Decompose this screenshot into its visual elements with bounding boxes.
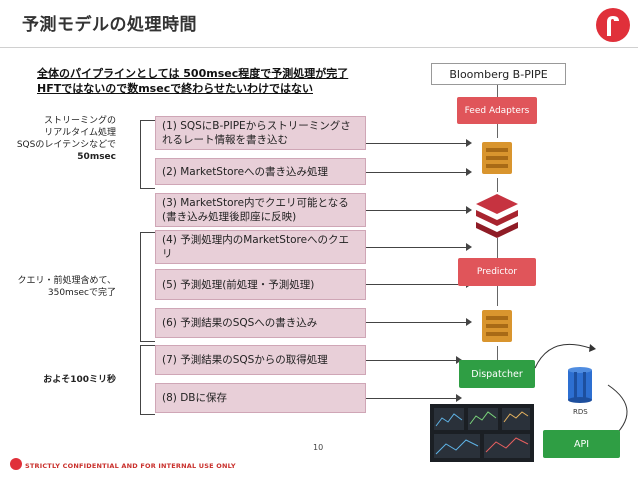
connector-line xyxy=(366,247,466,248)
streaming-note-line: ストリーミングの xyxy=(43,116,116,126)
sqs-queue-icon xyxy=(480,306,514,346)
query-bracket xyxy=(140,232,155,342)
connector-arrow xyxy=(466,168,472,176)
streaming-note-line: SQSのレイテンシなどで xyxy=(16,140,116,150)
marketstore-stack-icon xyxy=(474,192,520,238)
flow-line xyxy=(497,124,498,138)
step-1: (1) SQSにB-PIPEからストリーミングされるレート情報を書き込む xyxy=(155,116,366,150)
query-note: クエリ・前処理含めて、 350msecで完了 xyxy=(6,275,116,299)
dispatcher-box: Dispatcher xyxy=(459,360,535,388)
step-5: (5) 予測処理(前処理・予測処理) xyxy=(155,269,366,300)
summary-line-1: 全体のパイプラインとしては 500msec程度で予測処理が完了 xyxy=(37,67,349,80)
title-divider xyxy=(0,47,638,48)
query-note-value: 350msecで完了 xyxy=(47,288,116,298)
connector-arrow xyxy=(466,318,472,326)
connector-line xyxy=(366,360,456,361)
predictor-box: Predictor xyxy=(458,258,536,286)
connector-line xyxy=(366,143,466,144)
connector-arrow xyxy=(466,206,472,214)
summary-line-2: HFTではないので数msecで終わらせたいわけではない xyxy=(37,82,313,95)
flow-line xyxy=(497,346,498,360)
dashboard-thumbnail-icon xyxy=(430,404,534,462)
flow-line xyxy=(497,178,498,192)
api-box: API xyxy=(543,430,620,458)
connector-arrow xyxy=(456,394,462,402)
streaming-bracket xyxy=(140,120,155,189)
connector-arrow xyxy=(466,243,472,251)
step-4: (4) 予測処理内のMarketStoreへのクエリ xyxy=(155,230,366,264)
confidential-notice: STRICTLY CONFIDENTIAL AND FOR INTERNAL U… xyxy=(25,462,236,470)
approx-bracket xyxy=(140,345,155,415)
flow-line xyxy=(497,286,498,306)
sqs-queue-icon xyxy=(480,138,514,178)
bloomberg-bpipe-box: Bloomberg B-PIPE xyxy=(431,63,566,85)
footer-logo-icon xyxy=(10,458,22,470)
brand-logo-icon xyxy=(596,8,630,42)
streaming-note-value: 50msec xyxy=(77,152,116,162)
query-note-line: クエリ・前処理含めて、 xyxy=(17,276,116,286)
feed-adapters-box: Feed Adapters xyxy=(457,97,537,124)
approx-note: およそ100ミリ秒 xyxy=(43,375,116,385)
step-7: (7) 予測結果のSQSからの取得処理 xyxy=(155,345,366,375)
connector-line xyxy=(366,398,456,399)
flow-line xyxy=(497,85,498,97)
connector-line xyxy=(366,322,466,323)
step-3: (3) MarketStore内でクエリ可能となる(書き込み処理後即座に反映) xyxy=(155,193,366,227)
flow-line xyxy=(497,238,498,258)
page-title: 予測モデルの処理時間 xyxy=(22,15,197,35)
summary: 全体のパイプラインとしては 500msec程度で予測処理が完了 HFTではないの… xyxy=(37,66,348,96)
step-6: (6) 予測結果のSQSへの書き込み xyxy=(155,308,366,338)
connector-line xyxy=(366,210,466,211)
streaming-note: ストリーミングの リアルタイム処理 SQSのレイテンシなどで 50msec xyxy=(6,115,116,163)
connector-line xyxy=(366,172,466,173)
connector-line xyxy=(366,284,466,285)
step-8: (8) DBに保存 xyxy=(155,383,366,413)
page-number: 10 xyxy=(313,443,324,452)
rds-database-icon xyxy=(566,366,594,404)
step-2: (2) MarketStoreへの書き込み処理 xyxy=(155,158,366,185)
connector-arrow xyxy=(466,139,472,147)
streaming-note-line: リアルタイム処理 xyxy=(44,128,116,138)
rds-label: RDS xyxy=(573,408,588,416)
